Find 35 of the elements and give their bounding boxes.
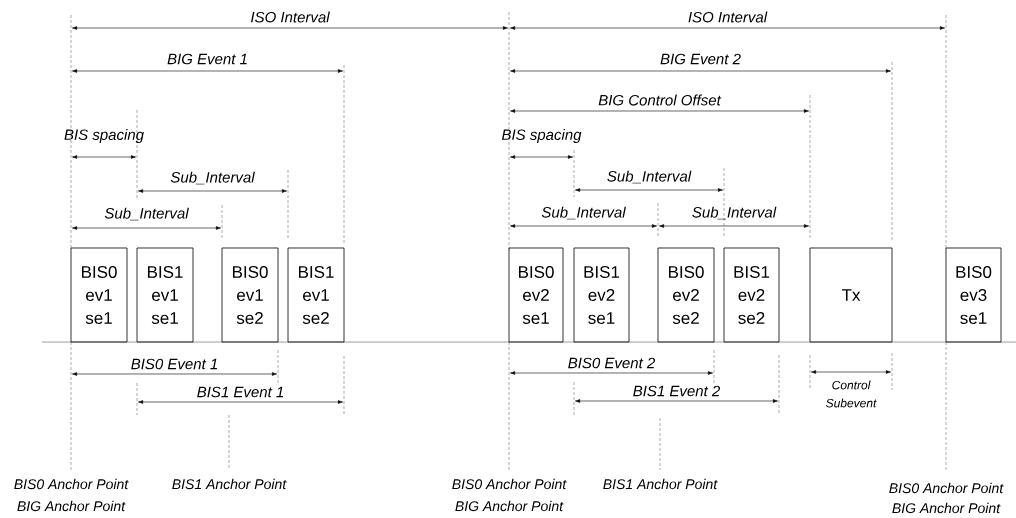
dimension-label: ISO Interval xyxy=(251,11,330,23)
subevent-box: BIS0 ev1 se1 xyxy=(70,247,128,343)
dimension-label: BIG Control Offset xyxy=(598,94,722,106)
dimension-label: ISO Interval xyxy=(688,11,768,23)
subevent-box: Tx xyxy=(809,247,893,343)
dimension-label: Sub_Interval xyxy=(104,207,189,221)
anchor-point-label: BIS1 Anchor Point xyxy=(603,478,718,490)
dimension-label: BIS1 Event 1 xyxy=(197,386,283,398)
dimension-label: BIG Event 2 xyxy=(660,53,741,65)
anchor-point-label: BIG Anchor Point xyxy=(455,500,564,512)
dimension-label: Control Subevent xyxy=(826,380,877,408)
dimension-label: BIS0 Event 1 xyxy=(131,358,217,370)
dimension-label: Sub_Interval xyxy=(170,171,255,185)
dimension-label: BIG Event 1 xyxy=(167,53,247,65)
subevent-box: BIS1 ev2 se1 xyxy=(573,247,630,343)
dimension-label: BIS spacing xyxy=(501,129,582,143)
anchor-point-label: BIS0 Anchor Point xyxy=(889,482,1004,494)
subevent-box: BIS0 ev2 se1 xyxy=(508,247,564,343)
subevent-box: BIS1 ev1 se2 xyxy=(287,247,345,343)
anchor-point-label: BIG Anchor Point xyxy=(892,502,1001,514)
dimension-label: BIS spacing xyxy=(64,129,144,143)
anchor-point-label: BIS0 Anchor Point xyxy=(452,478,567,490)
dimension-label: Sub_Interval xyxy=(541,206,626,220)
dimension-label: BIS0 Event 2 xyxy=(568,357,656,369)
anchor-point-label: BIS0 Anchor Point xyxy=(14,478,129,490)
subevent-box: BIS0 ev1 se2 xyxy=(221,247,279,343)
dimension-label: BIS1 Event 2 xyxy=(633,385,721,397)
subevent-box: BIS1 ev2 se2 xyxy=(723,247,780,343)
anchor-point-label: BIG Anchor Point xyxy=(17,500,126,512)
subevent-box: BIS1 ev1 se1 xyxy=(136,247,194,343)
dimension-label: Sub_Interval xyxy=(692,206,777,220)
dimension-label: Sub_Interval xyxy=(607,170,692,184)
subevent-box: BIS0 ev2 se2 xyxy=(657,247,715,343)
subevent-box: BIS0 ev3 se1 xyxy=(945,247,1002,343)
anchor-point-label: BIS1 Anchor Point xyxy=(172,478,287,490)
